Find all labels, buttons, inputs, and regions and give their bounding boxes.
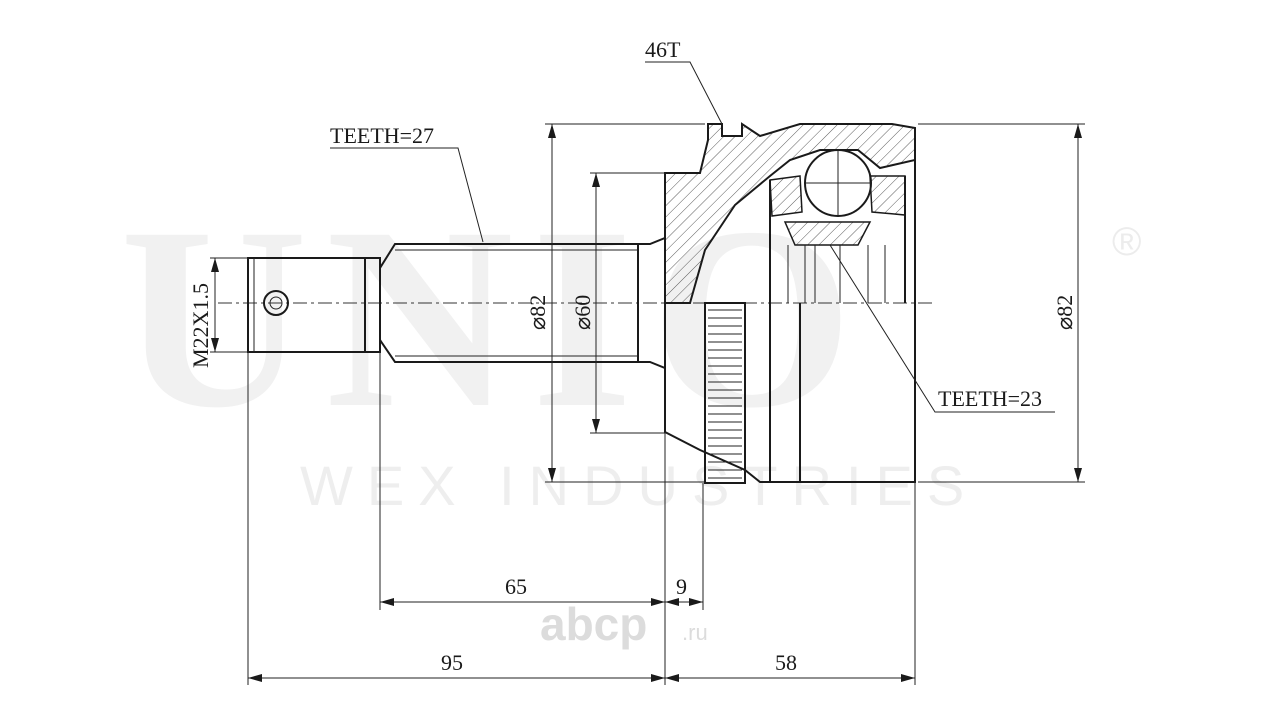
watermark-company: WEX INDUSTRIES bbox=[300, 454, 978, 517]
threaded-stub bbox=[247, 257, 381, 353]
site-watermark-tld: .ru bbox=[682, 620, 708, 645]
site-watermark: abcp .ru bbox=[540, 598, 708, 650]
inner-teeth-label: TEETH=23 bbox=[938, 386, 1042, 411]
outer-diameter-right-label: ⌀82 bbox=[1052, 295, 1077, 330]
shaft-teeth-label: TEETH=27 bbox=[330, 123, 434, 148]
abs-ring bbox=[704, 302, 746, 484]
site-watermark-name: abcp bbox=[540, 598, 647, 650]
outer-diameter-left-label: ⌀82 bbox=[525, 295, 550, 330]
dimensions bbox=[210, 61, 1085, 685]
shaft-diameter-label: ⌀60 bbox=[570, 295, 595, 330]
length-95-label: 95 bbox=[441, 650, 463, 675]
watermark-registered-icon: ® bbox=[1112, 220, 1141, 264]
watermark: UNIO ® WEX INDUSTRIES bbox=[120, 174, 1141, 517]
thread-label: M22X1.5 bbox=[188, 283, 213, 368]
length-9-label: 9 bbox=[676, 574, 687, 599]
length-58-label: 58 bbox=[775, 650, 797, 675]
length-65-label: 65 bbox=[505, 574, 527, 599]
watermark-brand: UNIO bbox=[120, 174, 871, 462]
dimension-labels: 46T TEETH=27 TEETH=23 M22X1.5 ⌀82 ⌀60 ⌀8… bbox=[188, 37, 1077, 675]
spline-teeth-count-label: 46T bbox=[645, 37, 681, 62]
cotter-hole bbox=[263, 290, 289, 316]
